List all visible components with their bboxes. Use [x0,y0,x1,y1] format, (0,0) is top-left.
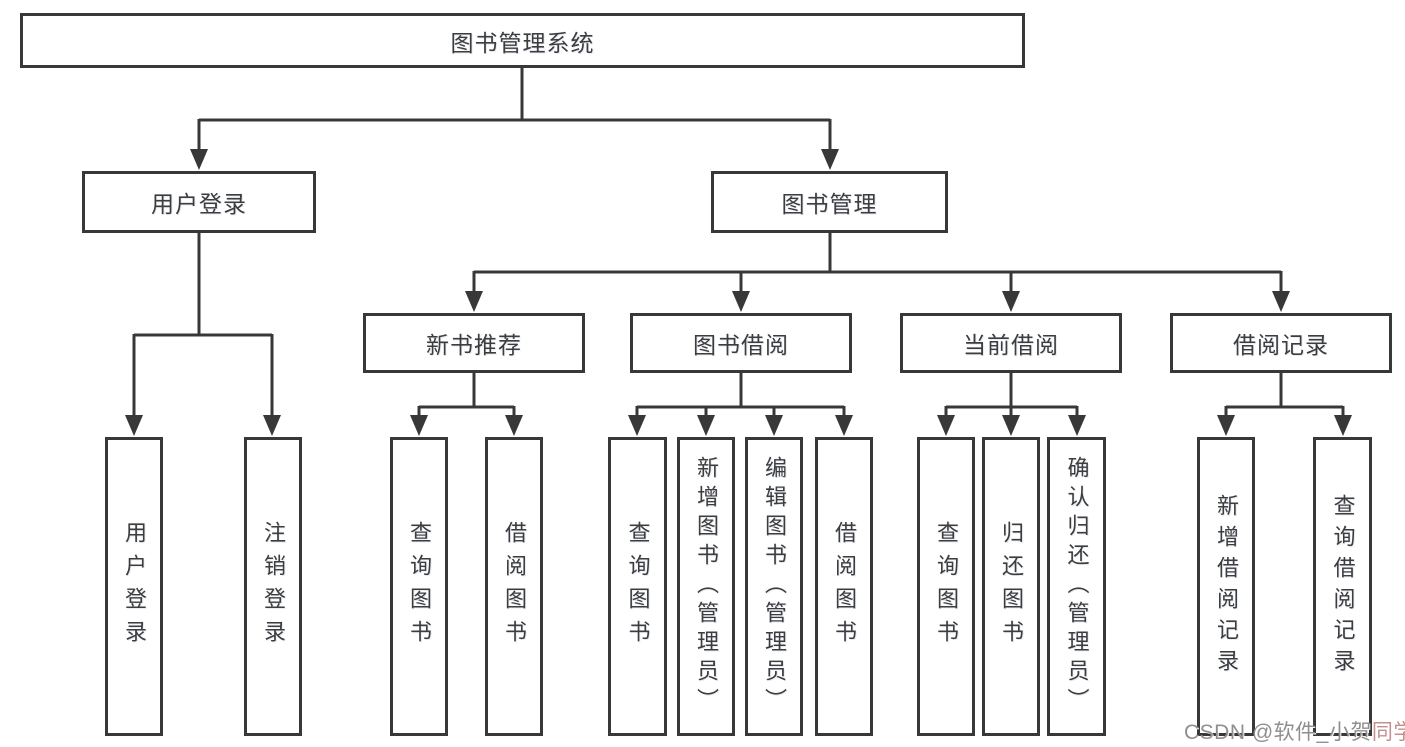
leaf-confirm-return-admin: 确认归还（管理员） [1047,437,1106,736]
node-user-login: 用户登录 [82,171,316,233]
csdn-watermark-accent: 同学 [1371,721,1405,744]
leaf-user-login: 用户登录 [105,437,163,736]
leaf-borrow-books: 借阅图书 [815,437,873,736]
node-current-borrowing: 当前借阅 [900,313,1122,373]
node-root-system: 图书管理系统 [20,13,1025,68]
node-book-management: 图书管理 [711,171,948,233]
node-new-book-recommendation: 新书推荐 [363,313,585,373]
leaf-edit-books-admin: 编辑图书（管理员） [745,437,803,736]
leaf-add-borrow-record: 新增借阅记录 [1197,437,1255,736]
leaf-logout: 注销登录 [244,437,302,736]
leaf-add-books-admin: 新增图书（管理员） [677,437,735,736]
node-book-borrowing: 图书借阅 [630,313,852,373]
leaf-query-books-borrow: 查询图书 [608,437,667,736]
leaf-query-borrow-record: 查询借阅记录 [1313,437,1372,736]
csdn-watermark-gray: CSDN @软件_小贺 [1184,721,1372,744]
leaf-borrow-books-recommend: 借阅图书 [485,437,543,736]
leaf-return-books: 归还图书 [982,437,1040,736]
leaf-query-books-current: 查询图书 [917,437,975,736]
node-borrowing-records: 借阅记录 [1170,313,1392,373]
csdn-watermark: CSDN @软件_小贺同学 [1184,716,1405,746]
leaf-query-books-recommend: 查询图书 [390,437,448,736]
